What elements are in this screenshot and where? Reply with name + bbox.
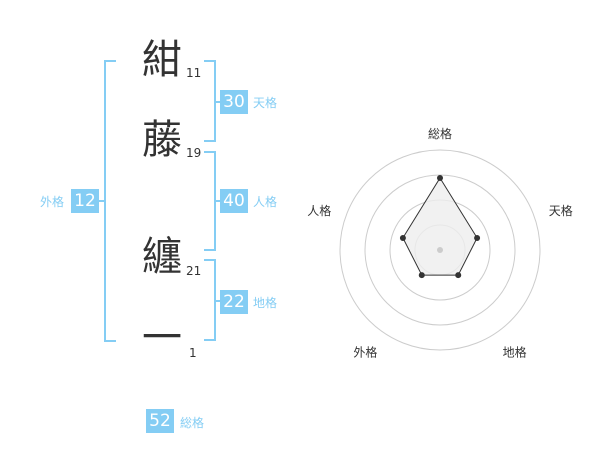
chikaku-bracket-tick [214, 300, 220, 302]
soukaku-label: 総格 [180, 416, 205, 430]
radar-data-polygon [402, 177, 478, 276]
radar-center-dot [437, 247, 443, 253]
tenkaku-bracket-tick [214, 101, 220, 103]
name-char-3: 纏 [142, 234, 182, 280]
radar-axis-label-2: 天格 [549, 203, 573, 218]
stroke-count-2: 19 [186, 146, 202, 160]
gaikaku-bracket-tick [98, 200, 106, 202]
radar-ring-4 [339, 149, 541, 351]
jinkaku-bracket-tick [214, 200, 220, 202]
name-char-4: 一 [142, 315, 182, 361]
chikaku-value: 22 [220, 290, 248, 314]
name-char-1: 紺 [142, 37, 182, 83]
jinkaku-value: 40 [220, 189, 248, 213]
radar-point-4 [418, 272, 425, 279]
radar-axis-label-4: 外格 [353, 345, 377, 360]
tenkaku-label: 天格 [253, 96, 278, 110]
radar-axis-label-3: 地格 [503, 345, 527, 360]
stroke-count-1: 11 [186, 66, 202, 80]
radar-axis-label-1: 総格 [428, 126, 452, 141]
chikaku-label: 地格 [253, 296, 278, 310]
name-char-2: 藤 [142, 117, 182, 163]
radar-point-5 [399, 234, 406, 241]
soukaku-value: 52 [146, 409, 174, 433]
radar-point-3 [455, 272, 462, 279]
radar-axis-label-5: 人格 [307, 203, 331, 218]
tenkaku-value: 30 [220, 90, 248, 114]
jinkaku-label: 人格 [253, 195, 278, 209]
gaikaku-label: 外格 [40, 195, 65, 209]
gaikaku-value: 12 [71, 189, 99, 213]
radar-point-1 [437, 175, 443, 181]
stroke-count-4: 1 [189, 346, 197, 360]
stroke-count-3: 21 [186, 264, 202, 278]
radar-point-2 [474, 234, 481, 241]
